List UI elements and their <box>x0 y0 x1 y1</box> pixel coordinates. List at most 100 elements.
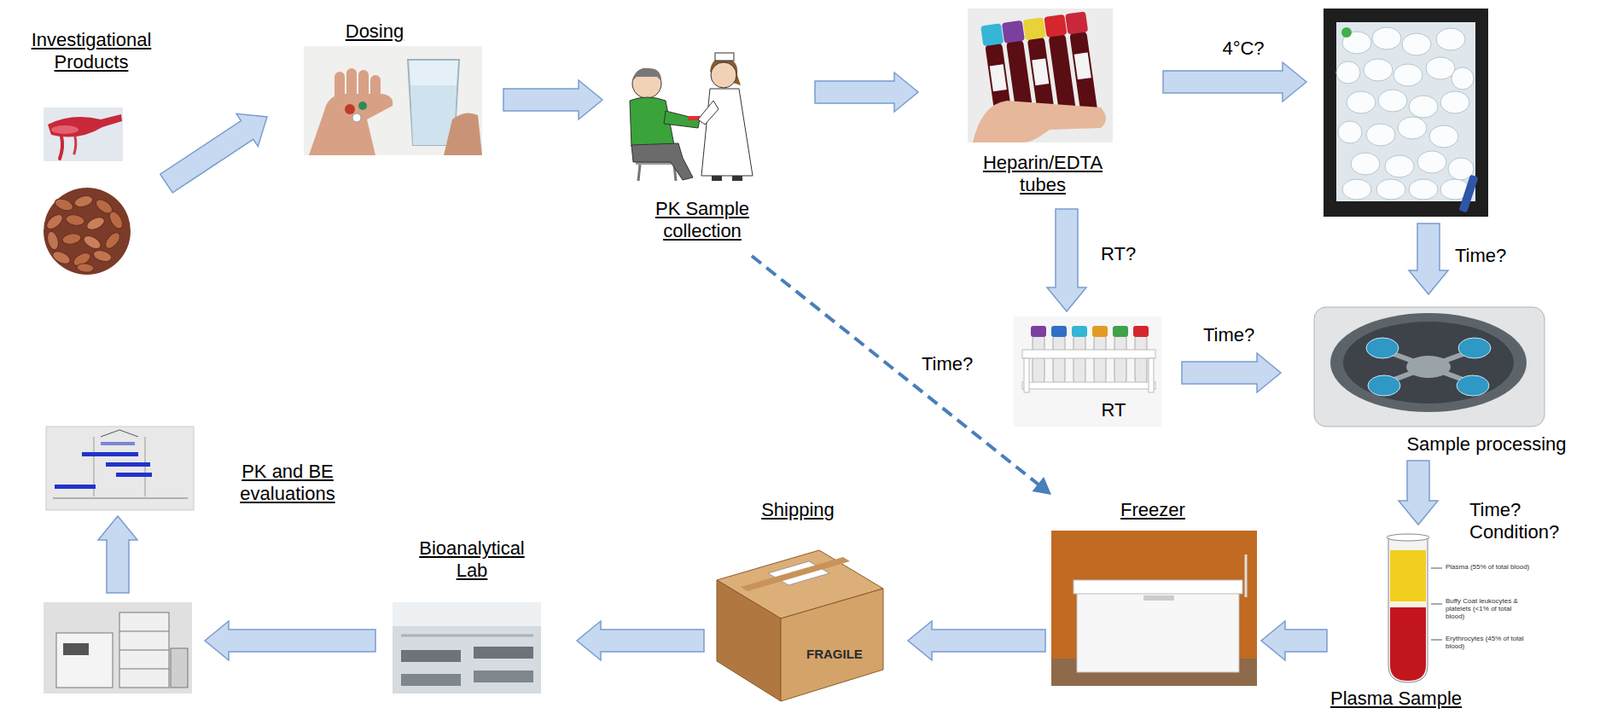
capsule-bowl-photo <box>45 230 60 251</box>
dosing-photo <box>344 104 355 115</box>
tube-rack-photo <box>1022 382 1156 390</box>
node-label: Investigational Products <box>17 29 165 74</box>
capsule-bowl-photo <box>102 230 123 252</box>
shipping-box <box>716 550 884 702</box>
lc-ms-instrument-photo <box>63 643 89 656</box>
freezer-photo <box>1076 588 1240 673</box>
be-forest-plot <box>116 472 152 478</box>
sample-collection-cartoon <box>715 52 734 61</box>
node-label: Sample processing <box>1396 433 1577 456</box>
dosing-photo <box>352 113 361 123</box>
ice-bucket-photo <box>1408 95 1438 118</box>
blood-tubes-photo <box>1043 14 1067 38</box>
tube-layer-label: Erythrocytes (45% of total blood) <box>1445 634 1531 651</box>
block-arrow <box>814 72 919 112</box>
sample-collection-cartoon <box>701 88 753 176</box>
lab-photo <box>392 602 542 627</box>
centrifuge-photo <box>1314 307 1545 427</box>
ice-bucket-photo <box>1397 116 1427 140</box>
plasma-tube <box>1431 568 1443 570</box>
ice-bucket-photo <box>1341 27 1352 38</box>
lc-ms-instrument-photo <box>119 631 169 633</box>
ice-bucket-photo <box>1336 61 1361 84</box>
capsule-bowl-photo <box>43 187 131 275</box>
block-arrow <box>576 621 704 661</box>
freezer-photo <box>1051 530 1257 687</box>
ice-bucket-photo <box>1338 121 1362 144</box>
ice-bucket-photo <box>1323 8 1489 217</box>
diagram-node: PK and BE evaluations <box>42 422 361 512</box>
block-arrow-shape <box>907 621 1046 661</box>
block-arrow <box>907 621 1046 661</box>
ice-bucket-photo <box>1378 89 1408 112</box>
plasma-tube <box>1386 534 1443 683</box>
syrup-spoon-photo <box>51 125 79 134</box>
plasma-tube <box>1431 640 1443 641</box>
tube-rack-photo <box>1073 334 1086 384</box>
tube-rack-photo <box>1148 358 1154 393</box>
centrifuge-photo <box>1458 337 1491 359</box>
syrup-spoon-photo <box>59 136 63 159</box>
freezer-photo <box>1051 530 1257 687</box>
centrifuge-photo <box>1343 321 1514 404</box>
capsule-bowl-photo <box>43 187 131 275</box>
block-arrow <box>503 80 603 120</box>
capsule-bowl-photo <box>81 232 103 251</box>
plasma-tube <box>1431 604 1443 606</box>
block-arrow-shape <box>1261 621 1327 661</box>
shipping-box <box>716 580 781 702</box>
dashed-arrow <box>751 256 1052 495</box>
block-arrow-shape <box>576 621 704 661</box>
freezer-photo <box>1143 595 1175 601</box>
plasma-tube <box>1390 607 1426 681</box>
ice-bucket-photo <box>1436 28 1466 51</box>
capsule-bowl-photo <box>61 232 82 246</box>
block-arrow <box>98 516 138 594</box>
block-arrow <box>1181 353 1281 393</box>
plasma-tube <box>1390 550 1426 602</box>
diagram-node: Heparin/EDTA tubes <box>918 6 1127 210</box>
lc-ms-instrument-photo <box>119 612 169 688</box>
condition-note: 4°C? <box>1217 37 1269 60</box>
tube-rack-photo <box>1134 334 1147 384</box>
tube-rack-photo <box>1092 325 1108 338</box>
block-arrow <box>1398 460 1438 525</box>
dosing-photo <box>308 93 393 156</box>
dosing-photo <box>303 46 483 156</box>
blood-tubes-photo <box>967 8 1113 143</box>
ice-bucket-photo <box>1363 58 1393 82</box>
block-arrow <box>204 621 376 661</box>
node-label: Shipping <box>746 499 850 522</box>
ice-bucket-photo <box>1440 91 1470 114</box>
diagram-node: Sample processing <box>1280 294 1593 461</box>
diagram-node: Dosing <box>267 17 504 158</box>
block-arrow <box>160 113 268 193</box>
node-label: Plasma Sample <box>1326 687 1466 710</box>
block-arrow <box>1047 209 1087 312</box>
capsule-bowl-photo <box>44 211 66 232</box>
tube-rack-photo <box>1013 316 1162 427</box>
ice-bucket-photo <box>1366 123 1396 146</box>
capsule-bowl-photo <box>92 248 113 263</box>
capsule-bowl-photo <box>53 197 76 214</box>
tube-rack-photo <box>1093 334 1106 384</box>
ice-bucket-photo <box>1346 91 1376 114</box>
node-label: PK Sample collection <box>642 197 763 243</box>
block-arrow-shape <box>814 72 919 112</box>
lab-photo <box>473 646 534 659</box>
node-label: PK and BE evaluations <box>217 460 359 506</box>
blood-tubes-photo <box>1023 17 1047 41</box>
diagram-node: Freezer <box>1045 494 1262 692</box>
lc-ms-instrument-photo <box>56 633 113 688</box>
blood-tubes-photo <box>1069 29 1099 117</box>
sample-collection-cartoon <box>629 52 753 181</box>
blood-tubes-photo <box>967 8 1113 143</box>
capsule-bowl-photo <box>64 213 86 227</box>
capsule-bowl-photo <box>73 193 94 209</box>
edge-label: Time? <box>921 353 977 376</box>
dosing-photo <box>358 101 367 111</box>
block-arrow-shape <box>1181 353 1281 393</box>
ice-bucket-photo <box>1384 155 1414 178</box>
